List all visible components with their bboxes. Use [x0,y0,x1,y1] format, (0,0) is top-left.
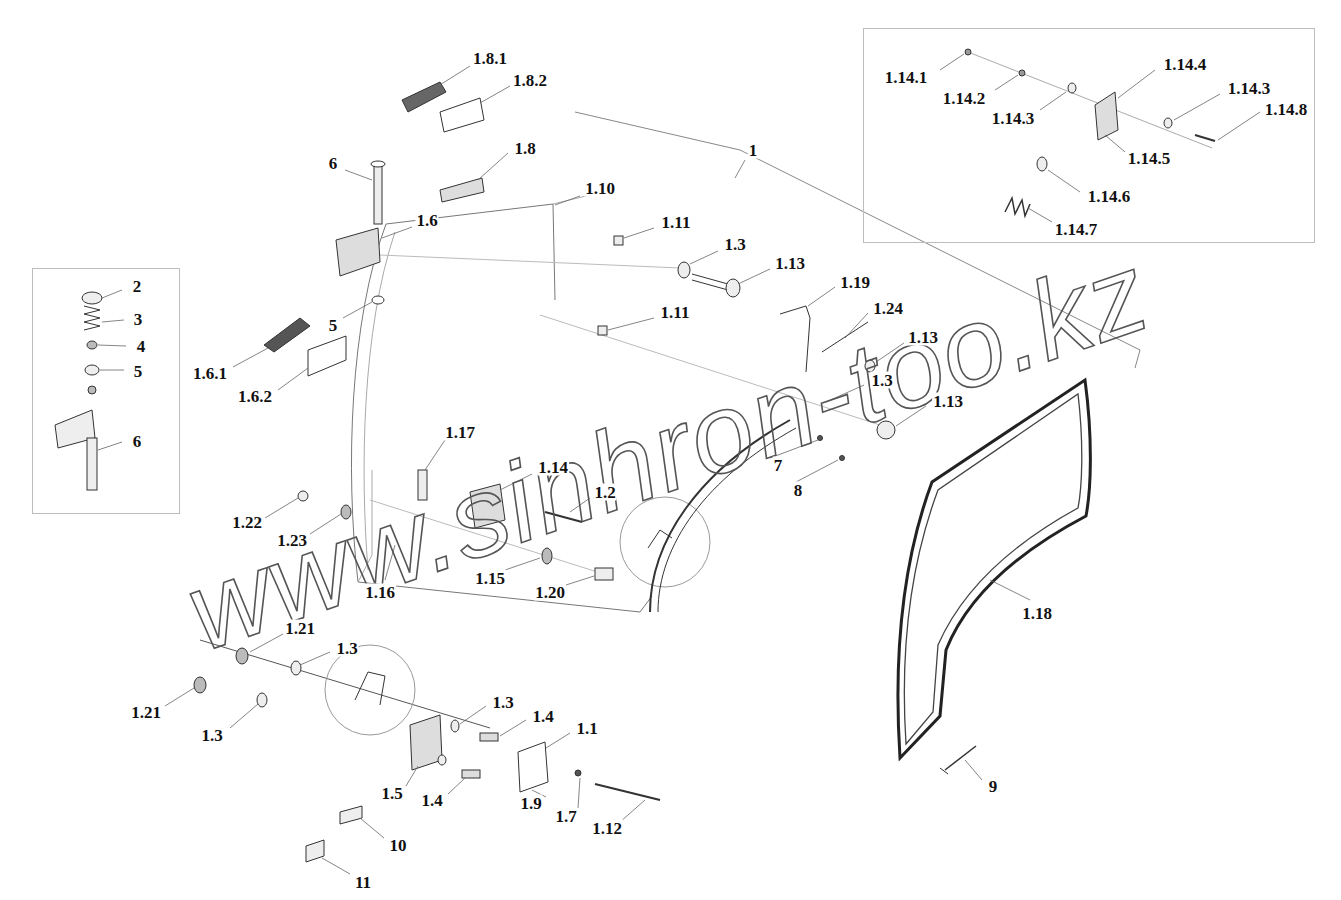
callout-number: 5 [328,317,339,334]
callout-number: 1.7 [554,808,577,825]
callout-number: 1.12 [591,820,623,837]
callout-number: 1.6.2 [237,388,273,405]
callout-number: 1 [748,142,759,159]
callout-number: 10 [389,837,408,854]
callout-number: 1.13 [774,255,806,272]
callout-number: 1.16 [364,584,396,601]
callout-number: 1.3 [200,727,223,744]
callout-number: 1.14.4 [1163,56,1208,73]
callout-number: 3 [133,311,144,328]
callout-number: 1.13 [907,329,939,346]
watermark: www.sinhron-too.kz [174,235,1163,669]
callout-number: 1.6 [415,212,438,229]
callout-number: 4 [136,338,147,355]
callout-number: 1.14.7 [1054,221,1099,238]
callout-number: 5 [133,363,144,380]
callout-number: 1.19 [839,274,871,291]
callout-number: 1.10 [584,180,616,197]
callout-number: 1.17 [444,424,476,441]
callout-number: 6 [328,155,339,172]
callout-number: 1.2 [593,484,616,501]
callout-number: 1.3 [870,372,893,389]
callout-number: 1.4 [420,792,443,809]
callout-number: 1.11 [660,304,691,321]
callout-number: 1.23 [276,532,308,549]
callout-number: 1.24 [872,300,904,317]
callout-number: 1.9 [519,795,542,812]
callout-number: 1.14 [537,459,569,476]
callout-number: 1.20 [534,584,566,601]
callout-number: 1.14.6 [1087,188,1132,205]
callout-number: 6 [132,433,143,450]
callout-number: 9 [988,778,999,795]
callout-number: 11 [354,874,372,891]
callout-number: 1.8.2 [512,72,548,89]
callout-number: 1.3 [723,236,746,253]
callout-number: 1.14.1 [884,69,929,86]
callout-number: 1.14.2 [942,90,987,107]
callout-number: 1.11 [661,214,692,231]
callout-number: 1.22 [231,514,263,531]
inset-panel: 2 3 4 5 6 [32,268,180,514]
callout-number: 1.6.1 [192,365,228,382]
callout-number: 1.3 [335,640,358,657]
callout-number: 1.5 [380,785,403,802]
callout-number: 1.14.5 [1127,150,1172,167]
callout-number: 2 [132,278,143,295]
callout-number: 1.18 [1021,605,1053,622]
callout-number: 1.14.3 [991,110,1036,127]
callout-number: 1.14.8 [1264,101,1309,118]
callout-number: 1.4 [531,708,554,725]
callout-number: 8 [793,482,804,499]
callout-number: 1.13 [932,393,964,410]
callout-number: 1.8 [513,140,536,157]
callout-number: 7 [773,457,784,474]
callout-number: 1.21 [130,704,162,721]
callout-number: 1.3 [491,694,514,711]
callout-number: 1.8.1 [472,50,508,67]
callout-number: 1.14.3 [1227,80,1272,97]
inset-panel: 1.14.11.14.21.14.31.14.41.14.31.14.81.14… [863,28,1315,243]
callout-number: 1.1 [575,720,598,737]
callout-number: 1.21 [284,620,316,637]
callout-number: 1.15 [474,570,506,587]
